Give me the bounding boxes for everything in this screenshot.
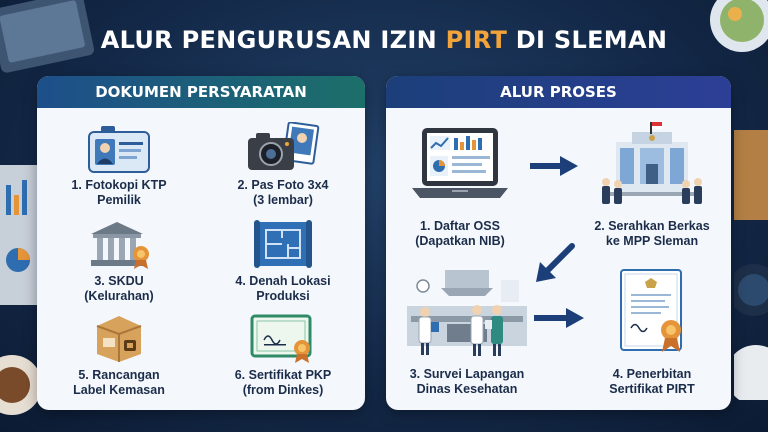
process-step-label-penerbitan: 4. Penerbitan Sertifikat PIRT bbox=[582, 367, 722, 397]
floor-plan-icon bbox=[254, 220, 312, 268]
process-panel-header: ALUR PROSES bbox=[386, 76, 731, 108]
process-step-label-oss: 1. Daftar OSS (Dapatkan NIB) bbox=[400, 219, 520, 249]
process-step-label-line2: Dinas Kesehatan bbox=[416, 382, 518, 396]
document-label-line1: 2. Pas Foto 3x4 bbox=[237, 178, 329, 192]
process-step-oss: 1. Daftar OSS (Dapatkan NIB) bbox=[400, 124, 520, 249]
pirt-certificate-icon bbox=[620, 269, 682, 352]
background-charts-decoration bbox=[0, 165, 38, 305]
process-step-label-line2: ke MPP Sleman bbox=[605, 234, 699, 248]
document-item-sertifikat-pkp: 6. Sertifikat PKP (from Dinkes) bbox=[203, 312, 363, 398]
kitchen-inspection-icon bbox=[407, 270, 527, 356]
document-label-sertifikat-pkp: 6. Sertifikat PKP (from Dinkes) bbox=[203, 368, 363, 398]
document-label-line1: 6. Sertifikat PKP bbox=[234, 368, 332, 382]
process-step-label-line2: (Dapatkan NIB) bbox=[415, 234, 505, 248]
documents-panel: DOKUMEN PERSYARATAN 1. Fotokopi KTP Pemi… bbox=[37, 76, 365, 410]
document-label-line2: Produksi bbox=[256, 289, 310, 303]
process-step-label-line1: 4. Penerbitan bbox=[612, 367, 692, 381]
document-item-pas-foto: 2. Pas Foto 3x4 (3 lembar) bbox=[203, 122, 363, 208]
process-step-penerbitan: 4. Penerbitan Sertifikat PIRT bbox=[582, 266, 722, 397]
title-highlight: PIRT bbox=[445, 26, 508, 54]
document-label-line1: 3. SKDU bbox=[94, 274, 144, 288]
document-label-line2: (3 lembar) bbox=[253, 193, 313, 207]
document-label-skdu: 3. SKDU (Kelurahan) bbox=[39, 274, 199, 304]
document-item-skdu: 3. SKDU (Kelurahan) bbox=[39, 218, 199, 304]
process-step-mpp: 2. Serahkan Berkas ke MPP Sleman bbox=[582, 122, 722, 249]
process-step-label-line2: Sertifikat PIRT bbox=[609, 382, 695, 396]
document-label-line2: (Kelurahan) bbox=[84, 289, 154, 303]
document-item-denah: 4. Denah Lokasi Produksi bbox=[203, 218, 363, 304]
background-food-decoration bbox=[734, 130, 768, 400]
document-label-line1: 1. Fotokopi KTP bbox=[71, 178, 167, 192]
document-label-pas-foto: 2. Pas Foto 3x4 (3 lembar) bbox=[203, 178, 363, 208]
arrow-right-icon bbox=[534, 308, 584, 328]
document-label-label-kemasan: 5. Rancangan Label Kemasan bbox=[39, 368, 199, 398]
certificate-icon bbox=[250, 314, 312, 363]
document-item-label-kemasan: 5. Rancangan Label Kemasan bbox=[39, 312, 199, 398]
id-card-icon bbox=[88, 126, 150, 173]
arrow-right-icon bbox=[530, 156, 578, 176]
document-label-ktp: 1. Fotokopi KTP Pemilik bbox=[39, 178, 199, 208]
process-step-label-line1: 2. Serahkan Berkas bbox=[594, 219, 710, 233]
process-panel: ALUR PROSES 1. Daftar OSS (Dapatkan NIB) bbox=[386, 76, 731, 410]
page-title: ALUR PENGURUSAN IZIN PIRT DI SLEMAN bbox=[0, 26, 768, 54]
laptop-dashboard-icon bbox=[412, 128, 508, 198]
camera-icon bbox=[248, 122, 320, 170]
process-step-label-line1: 3. Survei Lapangan bbox=[409, 367, 525, 381]
document-item-ktp: 1. Fotokopi KTP Pemilik bbox=[39, 126, 199, 208]
process-step-label-mpp: 2. Serahkan Berkas ke MPP Sleman bbox=[582, 219, 722, 249]
package-icon bbox=[96, 316, 142, 362]
document-label-line2: (from Dinkes) bbox=[242, 383, 324, 397]
title-suffix: DI SLEMAN bbox=[507, 26, 668, 54]
documents-panel-header: DOKUMEN PERSYARATAN bbox=[37, 76, 365, 108]
document-label-line1: 5. Rancangan bbox=[78, 368, 160, 382]
process-step-label-survei: 3. Survei Lapangan Dinas Kesehatan bbox=[392, 367, 542, 397]
process-step-label-line1: 1. Daftar OSS bbox=[420, 219, 500, 233]
arrow-down-left-icon bbox=[536, 243, 575, 282]
title-prefix: ALUR PENGURUSAN IZIN bbox=[100, 26, 446, 54]
document-label-line1: 4. Denah Lokasi bbox=[235, 274, 331, 288]
building-certificate-icon bbox=[91, 222, 149, 269]
document-label-denah: 4. Denah Lokasi Produksi bbox=[203, 274, 363, 304]
process-step-survei: 3. Survei Lapangan Dinas Kesehatan bbox=[392, 266, 542, 397]
government-office-icon bbox=[602, 122, 702, 204]
document-label-line2: Pemilik bbox=[97, 193, 141, 207]
document-label-line2: Label Kemasan bbox=[73, 383, 165, 397]
